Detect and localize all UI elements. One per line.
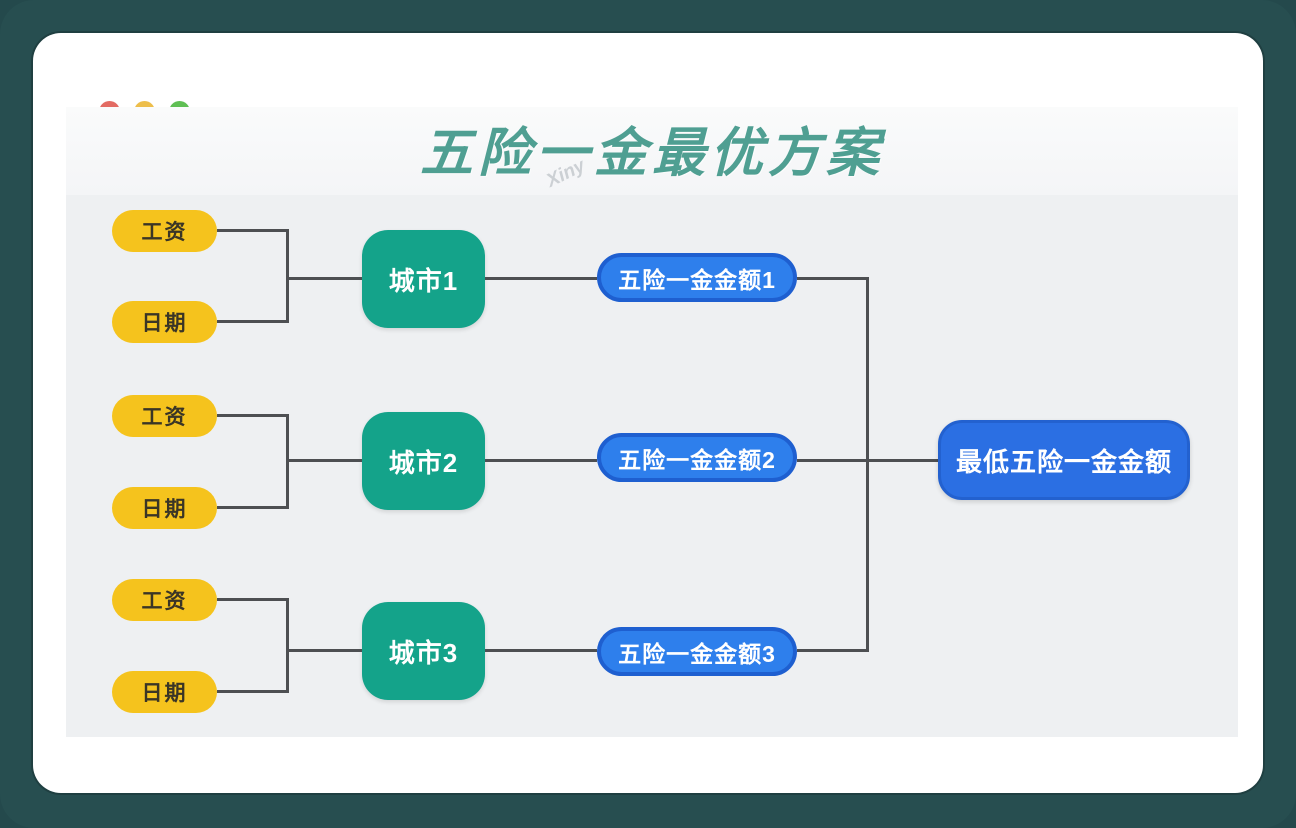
input-node-date-3: 日期 [112,671,217,713]
connector-line [868,459,938,462]
input-node-salary-1: 工资 [112,210,217,252]
connector-line [797,277,868,280]
input-node-salary-2: 工资 [112,395,217,437]
connector-line [286,598,289,693]
connector-line [485,649,597,652]
connector-line [797,459,868,462]
connector-line [485,459,597,462]
connector-line [288,459,362,462]
input-node-salary-3: 工资 [112,579,217,621]
input-node-date-2: 日期 [112,487,217,529]
connector-line [217,320,288,323]
connector-line [217,598,288,601]
output-node-3: 五险一金金额3 [597,627,797,676]
connector-line [797,649,868,652]
connector-line [286,414,289,509]
output-node-1: 五险一金金额1 [597,253,797,302]
page-title: 五险一金最优方案 [420,124,884,183]
connector-line [288,277,362,280]
city-node-2: 城市2 [362,412,485,510]
connector-line [485,277,597,280]
connector-line [217,690,288,693]
city-node-1: 城市1 [362,230,485,328]
connector-line [217,506,288,509]
connector-line [217,229,288,232]
connector-line [286,229,289,323]
output-node-2: 五险一金金额2 [597,433,797,482]
connector-line [288,649,362,652]
result-node: 最低五险一金金额 [938,420,1190,500]
city-node-3: 城市3 [362,602,485,700]
input-node-date-1: 日期 [112,301,217,343]
title-band [66,107,1238,195]
connector-line [217,414,288,417]
connector-trunk-line [866,277,869,652]
